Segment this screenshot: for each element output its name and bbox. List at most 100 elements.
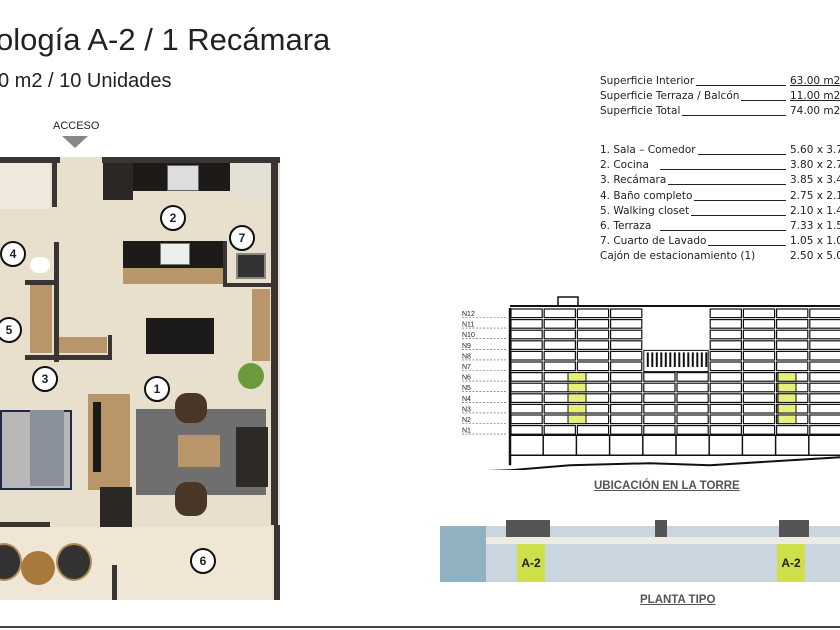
spec-label: Cajón de estacionamiento (1) bbox=[600, 250, 758, 263]
spec-value: 3.85 x 3.4 bbox=[790, 174, 840, 187]
unit-cell bbox=[676, 414, 709, 425]
leader-line bbox=[660, 85, 786, 86]
unit-cell bbox=[610, 403, 643, 414]
unit-cell bbox=[809, 350, 840, 361]
coffee-table bbox=[178, 435, 220, 467]
unit-cell bbox=[709, 361, 743, 372]
leader-line bbox=[660, 214, 786, 216]
unit-cell bbox=[643, 414, 676, 425]
amenity-grille bbox=[643, 349, 709, 373]
wall bbox=[25, 280, 57, 285]
unit-cell bbox=[610, 425, 643, 435]
unit-cell bbox=[809, 403, 840, 414]
sideboard bbox=[252, 289, 270, 361]
unit-cell bbox=[543, 340, 576, 350]
unit-cell bbox=[809, 319, 840, 329]
wall bbox=[271, 157, 278, 525]
toilet bbox=[30, 257, 50, 273]
a2-unit-highlight bbox=[567, 403, 587, 414]
floor-label: N10 bbox=[462, 332, 475, 339]
unit-cell bbox=[742, 393, 776, 404]
unit-cell bbox=[576, 361, 610, 372]
unit-cell bbox=[776, 350, 809, 361]
room-number-7: 7 bbox=[229, 225, 255, 251]
a2-unit-highlight bbox=[567, 393, 587, 403]
unit-cell bbox=[776, 340, 809, 350]
unit-cell bbox=[676, 371, 709, 382]
spec-label: 3. Recámara bbox=[600, 174, 669, 187]
floor-label: N1 bbox=[462, 428, 471, 435]
floor-label: N11 bbox=[462, 322, 474, 329]
unit-cell bbox=[709, 371, 743, 382]
fridge bbox=[103, 163, 133, 200]
floor-label: N4 bbox=[462, 396, 471, 403]
elevator-core bbox=[779, 520, 809, 537]
unit-cell bbox=[510, 403, 543, 414]
unit-cell bbox=[742, 371, 776, 382]
room-number-4: 4 bbox=[0, 241, 26, 267]
leader-line bbox=[660, 245, 786, 247]
spec-row: 3. Recámara 3.85 x 3.4 bbox=[600, 174, 840, 188]
closet-shelf bbox=[59, 337, 107, 353]
unit-cell bbox=[742, 361, 776, 372]
unit-cell bbox=[809, 329, 840, 340]
bed-blanket bbox=[30, 410, 64, 486]
stair-core bbox=[440, 526, 486, 582]
unit-cell bbox=[510, 319, 543, 329]
unit-cell bbox=[809, 361, 840, 372]
floor-label: N9 bbox=[462, 343, 471, 350]
unit-cell bbox=[543, 361, 576, 372]
unit-cell bbox=[610, 319, 643, 329]
wall bbox=[0, 157, 60, 163]
elevator-core bbox=[655, 520, 667, 537]
unit-cell bbox=[709, 425, 743, 435]
unit-cell bbox=[610, 350, 643, 361]
plant bbox=[238, 363, 264, 389]
armchair bbox=[175, 393, 207, 423]
unit-cell bbox=[610, 382, 643, 393]
unit-a2-highlight: A-2 bbox=[777, 544, 805, 582]
unit-cell bbox=[676, 425, 709, 435]
unit-cell bbox=[742, 308, 776, 319]
unit-cell bbox=[809, 382, 840, 393]
spec-value: 5.60 x 3.7 bbox=[790, 144, 840, 156]
unit-cell bbox=[576, 350, 610, 361]
wall bbox=[25, 355, 110, 360]
spec-label: 4. Baño completo bbox=[600, 189, 695, 202]
unit-cell bbox=[643, 425, 676, 435]
floor-label: N6 bbox=[462, 375, 471, 382]
wall bbox=[54, 242, 59, 362]
dining-table bbox=[146, 318, 214, 354]
floor-label: N2 bbox=[462, 417, 471, 424]
spec-value: 2.75 x 2.1 bbox=[790, 189, 840, 202]
tower-caption: UBICACIÓN EN LA TORRE bbox=[594, 480, 740, 492]
a2-unit-highlight bbox=[777, 414, 797, 425]
unit-cell bbox=[709, 350, 743, 361]
spec-value: 7.33 x 1.5 bbox=[790, 220, 840, 232]
tv bbox=[93, 402, 101, 472]
unit-cell bbox=[809, 414, 840, 425]
unit-cell bbox=[809, 340, 840, 350]
access-arrow-icon bbox=[62, 136, 88, 148]
unit-cell bbox=[610, 340, 643, 350]
cabinet bbox=[100, 487, 132, 527]
room-number-5: 5 bbox=[0, 317, 22, 343]
terrace-chair bbox=[56, 543, 92, 581]
unit-cell bbox=[510, 308, 543, 319]
unit-cell bbox=[809, 371, 840, 382]
unit-cell bbox=[742, 403, 776, 414]
access-label: ACCESO bbox=[53, 120, 100, 132]
spec-label: Superficie Total bbox=[600, 105, 683, 117]
armchair bbox=[175, 482, 207, 516]
unit-cell bbox=[709, 308, 743, 319]
unit-cell bbox=[809, 425, 840, 435]
unit-cell bbox=[510, 414, 543, 425]
spec-row: 4. Baño completo 2.75 x 2.1 bbox=[600, 189, 840, 204]
wall bbox=[108, 335, 112, 360]
spec-value: 1.05 x 1.0 bbox=[790, 235, 840, 248]
spec-value: 63.00 m2 bbox=[790, 75, 840, 87]
